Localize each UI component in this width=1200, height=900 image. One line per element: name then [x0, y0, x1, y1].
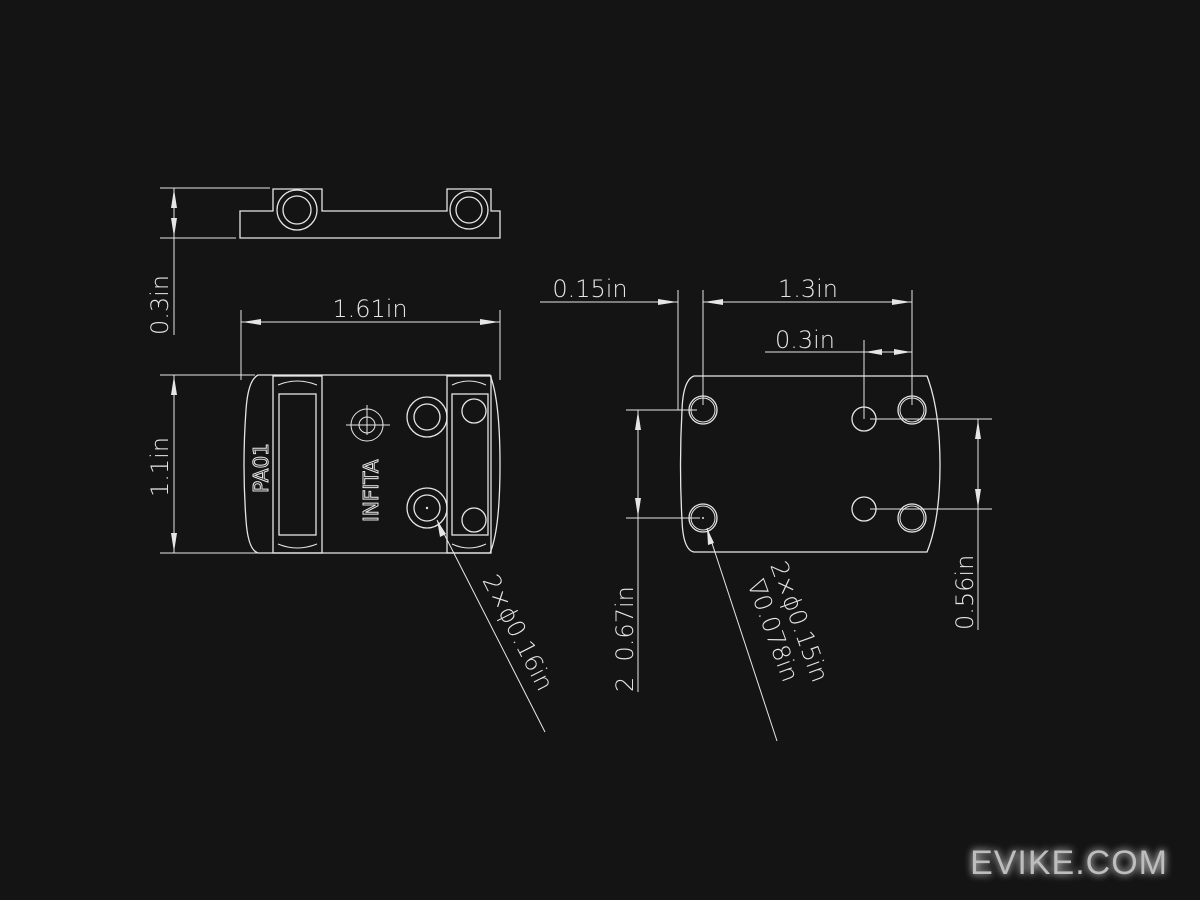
- bottom-view: 0.15in 1.3in 0.3in 2 0.67in 0.56in 2×ϕ0.…: [540, 275, 992, 742]
- right-vertical-dim: 0.56in: [951, 555, 979, 630]
- logo-text: INFITA: [359, 459, 383, 522]
- left-vertical-dim: 2 0.67in: [611, 586, 639, 692]
- side-height-dim: 0.3in: [146, 275, 174, 335]
- evike-watermark: EVIKE.COM: [970, 844, 1168, 882]
- hole-spacing-dim: 1.3in: [778, 275, 838, 303]
- infita-logo-icon: [346, 405, 390, 442]
- top-view: 1.61in 1.1in PA01 INFITA 2×ϕ0.16in: [146, 295, 559, 733]
- offset-dim: 0.15in: [552, 275, 627, 303]
- inner-offset-dim: 0.3in: [775, 326, 835, 354]
- model-label: PA01: [249, 443, 273, 493]
- top-height-dim: 1.1in: [146, 437, 174, 497]
- top-width-dim: 1.61in: [332, 295, 407, 323]
- top-hole-callout: 2×ϕ0.16in: [477, 570, 559, 695]
- side-view: 0.3in: [146, 187, 501, 335]
